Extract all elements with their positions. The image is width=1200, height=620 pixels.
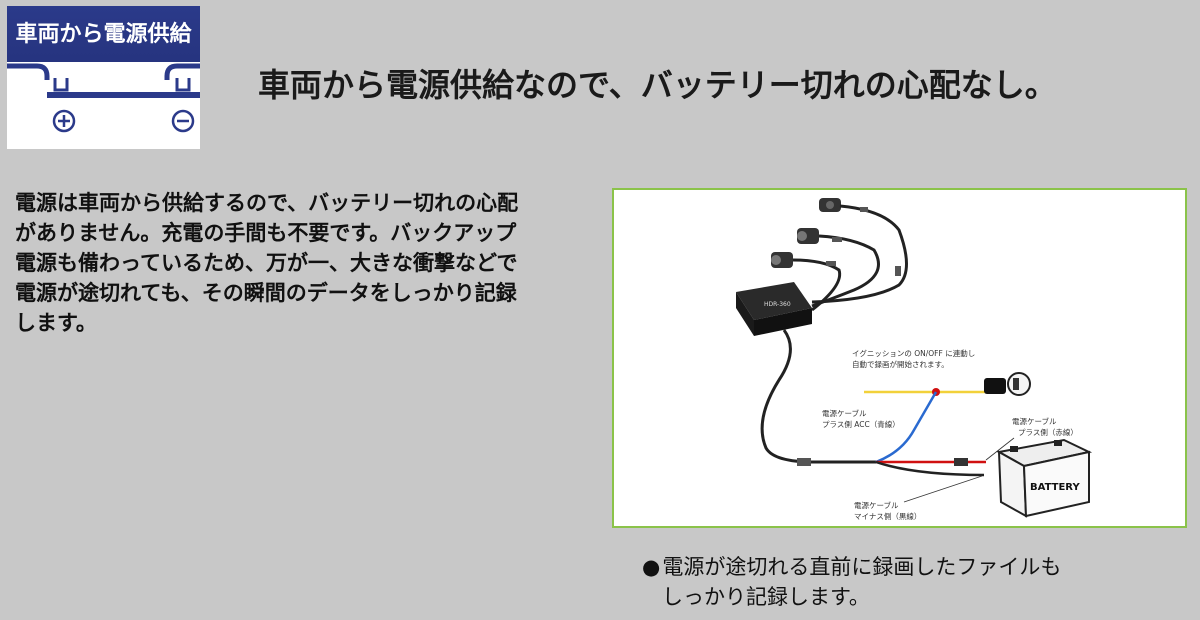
power-supply-badge: 車両から電源供給 bbox=[7, 6, 200, 149]
minus-cable-label: 電源ケーブル bbox=[854, 500, 899, 510]
plus-icon bbox=[52, 109, 76, 133]
acc-cable-label: プラス側 ACC（青線） bbox=[822, 419, 900, 429]
caption-line: しっかり記録します。 bbox=[662, 585, 870, 609]
caption-line: 電源が途切れる直前に録画したファイルも bbox=[662, 555, 1062, 579]
ignition-label: 自動で録画が開始されます。 bbox=[852, 359, 949, 369]
camera-icon bbox=[797, 228, 819, 244]
description-line: 電源が途切れても、その瞬間のデータをしっかり記録 bbox=[15, 281, 517, 305]
plus-cable-label: プラス側（赤線） bbox=[1018, 427, 1078, 437]
description-text: 電源は車両から供給するので、バッテリー切れの心配 がありません。充電の手間も不要… bbox=[15, 188, 590, 338]
ignition-key-icon bbox=[984, 372, 1031, 396]
unit-label: HDR-360 bbox=[764, 301, 791, 308]
bullet-icon: ● bbox=[642, 555, 661, 579]
acc-cable-label: 電源ケーブル bbox=[822, 408, 867, 418]
battery-icon: BATTERY bbox=[996, 438, 1093, 518]
recorder-unit-icon: HDR-360 bbox=[736, 282, 812, 336]
wiring-illustration: HDR-360 イグニッションの ON/OFF に連動し 自動で録画が開始されま… bbox=[736, 198, 1093, 521]
camera-icon bbox=[819, 198, 841, 212]
description-line: 電源も備わっているため、万が一、大きな衝撃などで bbox=[15, 251, 518, 275]
plus-cable-label: 電源ケーブル bbox=[1012, 416, 1057, 426]
wiring-diagram: HDR-360 イグニッションの ON/OFF に連動し 自動で録画が開始されま… bbox=[612, 188, 1187, 528]
badge-title: 車両から電源供給 bbox=[15, 22, 192, 47]
battery-terminal-icon bbox=[7, 63, 200, 133]
camera-icon bbox=[771, 252, 793, 268]
page-headline: 車両から電源供給なので、バッテリー切れの心配なし。 bbox=[258, 66, 1057, 104]
description-line: 電源は車両から供給するので、バッテリー切れの心配 bbox=[15, 191, 519, 215]
description-line: がありません。充電の手間も不要です。バックアップ bbox=[15, 221, 517, 245]
battery-label: BATTERY bbox=[1030, 482, 1080, 493]
minus-icon bbox=[171, 109, 195, 133]
minus-cable-label: マイナス側（黒線） bbox=[854, 511, 921, 521]
ignition-label: イグニッションの ON/OFF に連動し bbox=[852, 348, 975, 358]
description-line: します。 bbox=[15, 311, 97, 335]
diagram-caption: ●電源が途切れる直前に録画したファイルも しっかり記録します。 bbox=[642, 552, 1162, 612]
